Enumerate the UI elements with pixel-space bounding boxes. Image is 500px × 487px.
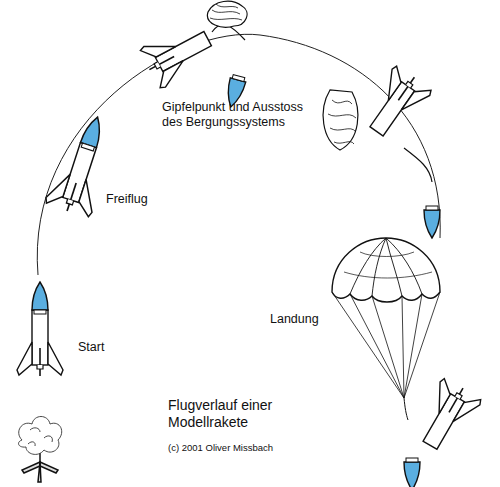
exhaust-smoke [19, 417, 62, 455]
apex-label: Gipfelpunkt und Ausstoss des Bergungssys… [162, 100, 312, 130]
phase-label: Freiflug [106, 192, 196, 207]
apex-ejection [139, 1, 247, 109]
phase-label: Start [78, 340, 148, 355]
parachute [332, 238, 483, 487]
rocket-start [17, 282, 63, 376]
phase-label: Landung [270, 312, 350, 327]
diagram-title: Flugverlauf einer Modellrakete [168, 397, 300, 431]
rocket-descent [323, 64, 440, 238]
copyright-note: (c) 2001 Oliver Missbach [168, 442, 368, 453]
